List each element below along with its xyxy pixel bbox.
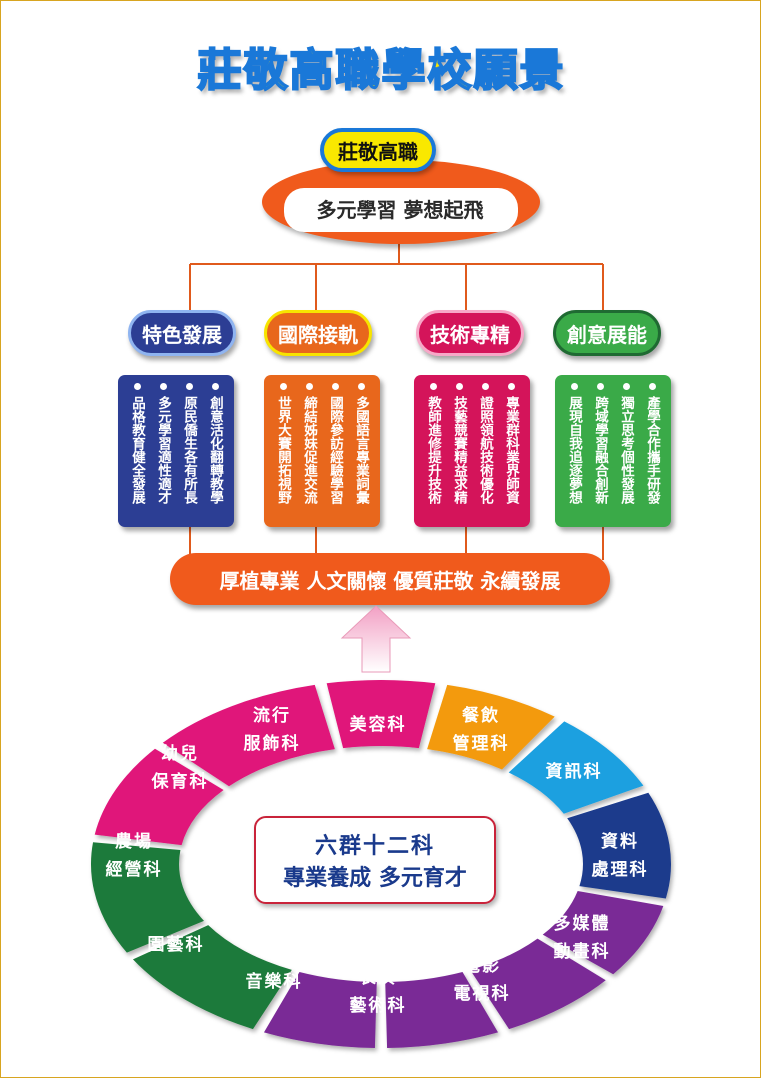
pillar-item: 國際參訪經驗學習	[327, 396, 343, 504]
pillar-item: 品格教育健全發展	[129, 396, 145, 504]
ring-segment	[567, 792, 671, 899]
dept-label: 藝術科	[349, 996, 407, 1016]
top-ellipse	[262, 160, 540, 244]
dept-label: 管理科	[452, 734, 510, 754]
dept-label: 流行	[253, 706, 291, 726]
pillar-item: 專業群科業界師資	[503, 396, 519, 504]
ring-segment	[91, 842, 204, 953]
school-slogan: 多元學習 夢想起飛	[316, 197, 484, 222]
dept-label: 園藝科	[147, 935, 205, 955]
pillar-item: 多國語言專業詞彙	[353, 396, 369, 504]
ring-segment	[162, 684, 335, 787]
dept-label: 服飾科	[243, 734, 301, 754]
pillar-item: 締結姊妹促進交流	[301, 396, 317, 504]
ring-segment	[427, 684, 555, 770]
ring-segment	[508, 721, 644, 814]
dept-label: 音樂科	[245, 972, 303, 992]
dept-label: 資訊科	[545, 762, 603, 782]
pillar-label-international: 國際接軌	[264, 310, 372, 356]
ring-segment	[470, 938, 606, 1030]
dept-childcare: 幼兒保育科	[130, 738, 230, 798]
pillar-item: 展現自我追逐夢想	[566, 396, 582, 504]
pillar-items-creative: 展現自我追逐夢想 跨域學習融合創新 獨立思考個性發展 產學合作攜手研發	[555, 375, 671, 527]
dept-label: 資料	[601, 832, 639, 852]
pillar-label-technical: 技術專精	[416, 310, 524, 356]
ring-segment	[263, 971, 377, 1048]
dept-label: 電視科	[453, 984, 511, 1004]
dept-label: 美容科	[349, 715, 407, 735]
vision-banner: 厚植專業 人文關懷 優質莊敬 永續發展	[170, 553, 610, 605]
pillar-item: 獨立思考個性發展	[618, 396, 634, 504]
up-arrow-icon	[340, 605, 412, 673]
dept-horticulture: 園藝科	[126, 925, 226, 965]
pillar-item: 教師進修提升技術	[425, 396, 441, 504]
dept-film: 電影電視科	[436, 950, 528, 1010]
school-name-pill: 莊敬高職	[320, 128, 436, 172]
dept-food: 餐飲管理科	[436, 700, 526, 760]
center-line-2: 專業養成 多元育才	[283, 866, 467, 891]
page-title: 莊敬高職學校願景	[197, 44, 566, 97]
center-box: 六群十二科 專業養成 多元育才	[254, 816, 496, 904]
dept-label: 經營科	[105, 860, 163, 880]
pillar-item: 產學合作攜手研發	[644, 396, 660, 504]
dept-music: 音樂科	[228, 962, 320, 1002]
ring-segment	[385, 971, 499, 1048]
dept-label: 電影	[463, 956, 501, 976]
pillar-item: 證照領航技術優化	[477, 396, 493, 504]
pillar-label-feature: 特色發展	[128, 310, 236, 356]
dept-farm: 農場經營科	[86, 826, 182, 886]
pillar-item: 原民僑生各有所長	[181, 396, 197, 504]
dept-label: 動畫科	[553, 942, 611, 962]
pillar-item: 創意活化翻轉教學	[207, 396, 223, 504]
center-line-1: 六群十二科	[314, 834, 435, 859]
dept-label: 餐飲	[462, 706, 500, 726]
pillar-item: 跨域學習融合創新	[592, 396, 608, 504]
dept-label: 處理科	[591, 860, 649, 880]
dept-beauty: 美容科	[330, 705, 426, 745]
pillar-items-international: 世界大賽開拓視野 締結姊妹促進交流 國際參訪經驗學習 多國語言專業詞彙	[264, 375, 380, 527]
ring-segment	[326, 680, 436, 749]
dept-label: 表演	[359, 968, 397, 988]
dept-label: 農場	[115, 832, 153, 852]
pillar-label-creative: 創意展能	[553, 310, 661, 356]
dept-label: 多媒體	[553, 914, 611, 934]
pillar-item: 世界大賽開拓視野	[275, 396, 291, 504]
pillar-item: 技藝競賽精益求精	[451, 396, 467, 504]
dept-performing: 表演藝術科	[330, 962, 426, 1022]
dept-multimedia: 多媒體動畫科	[532, 908, 632, 968]
ring-segment	[94, 748, 224, 846]
ring-segment	[542, 890, 664, 975]
dept-label: 幼兒	[161, 744, 199, 764]
dept-label: 保育科	[151, 772, 209, 792]
dept-fashion: 流行服飾科	[226, 700, 318, 760]
ring-segment	[132, 925, 292, 1030]
pillar-items-technical: 教師進修提升技術 技藝競賽精益求精 證照領航技術優化 專業群科業界師資	[414, 375, 530, 527]
dept-info: 資訊科	[524, 752, 624, 792]
pillar-items-feature: 品格教育健全發展 多元學習適性適才 原民僑生各有所長 創意活化翻轉教學	[118, 375, 234, 527]
dept-data: 資料處理科	[572, 826, 668, 886]
pillar-item: 多元學習適性適才	[155, 396, 171, 504]
